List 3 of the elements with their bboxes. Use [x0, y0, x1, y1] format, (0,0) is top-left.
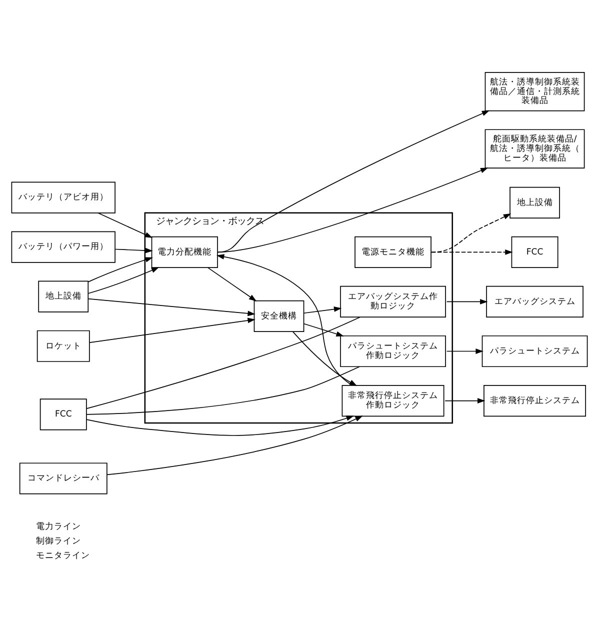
legend-label: 電力ライン — [36, 522, 82, 532]
legend-label: 制御ライン — [36, 536, 82, 546]
legend-label: モニタライン — [36, 550, 90, 561]
